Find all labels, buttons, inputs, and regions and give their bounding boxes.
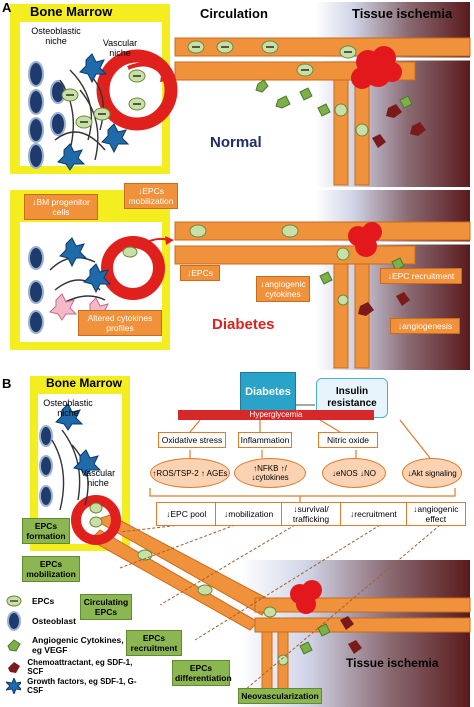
outcome-recruitment: ↓recruitment	[341, 503, 407, 525]
chemoattractant-normal	[372, 104, 426, 148]
step-mobilization: EPCs mobilization	[22, 556, 80, 582]
angiogenesis-box: ↓angiogenesis	[390, 318, 460, 334]
inflammation-box: Inflammation	[238, 432, 292, 448]
legend-item-cytokine: Angiogenic Cytokines, eg VEGF	[6, 632, 146, 658]
step-neovascularization: Neovascularization	[238, 688, 322, 704]
oxidative-stress-box: Oxidative stress	[158, 432, 226, 448]
panel-a-letter: A	[2, 0, 12, 15]
tissue-ischemia-title: Tissue ischemia	[352, 6, 453, 21]
legend-item-chemoattractant: Chemoattractant, eg SDF-1, SCF	[6, 658, 146, 676]
circulation-title: Circulation	[200, 6, 268, 21]
effect-ros: ↑ROS/TSP-2 ↑ AGEs	[150, 458, 230, 488]
step-recruitment: EPCs recruitment	[126, 630, 182, 656]
outcome-survival: ↓survival/ trafficking	[281, 503, 342, 525]
osteoblastic-niche-label: Osteoblastic niche	[31, 26, 81, 46]
growth-factor-icon	[6, 678, 22, 694]
bone-marrow-title: Bone Marrow	[30, 4, 113, 19]
vascular-niche-label-b: Vascular niche	[80, 468, 116, 488]
diabetes-box: Diabetes	[240, 372, 296, 412]
chemoattractant-icon	[8, 662, 20, 673]
altered-cytokines-box: Altered cytokines profiles	[78, 310, 162, 336]
effect-akt: ↓Akt signaling	[402, 458, 462, 488]
epcs-box: ↓EPCs	[180, 265, 220, 281]
osteoblast-icon	[7, 611, 21, 631]
osteoblastic-niche-label-b: Osteoblastic niche	[43, 398, 93, 418]
ischemia-blob-diabetes	[348, 222, 382, 257]
step-circulating: Circulating EPCs	[80, 594, 132, 620]
nitric-oxide-box: Nitric oxide	[318, 432, 378, 448]
ischemia-blob-b	[290, 580, 322, 614]
vascular-niche-label: Vascular niche	[102, 38, 138, 58]
epc-icon	[6, 595, 22, 607]
ischemia-blob-normal	[351, 46, 402, 89]
legend-item-osteoblast: Osteoblast	[6, 610, 146, 632]
legend-item-epcs: EPCs	[6, 592, 146, 610]
cytokines-normal	[255, 79, 413, 117]
panel-b-letter: B	[2, 376, 12, 391]
legend-item-growth-factor: Growth factors, eg SDF-1, G-CSF	[6, 676, 146, 696]
outcomes-bar: ↓EPC pool ↓mobilization ↓survival/ traff…	[156, 502, 466, 526]
vascular-niche-ring-normal	[96, 49, 178, 131]
bone-marrow-title-b: Bone Marrow	[46, 376, 123, 390]
epcs-mobilization-box: ↓EPCs mobilization	[124, 183, 178, 209]
epc-recruitment-box: ↓EPC recruitment	[380, 268, 462, 284]
bm-progenitor-box: ↓BM progenitor cells	[24, 194, 98, 220]
outcome-mobilization: ↓mobilization	[216, 503, 282, 525]
step-differentiation: EPCs differentiation	[172, 660, 232, 686]
effect-enos: ↓eNOS ↓NO	[322, 458, 386, 488]
outcome-angiogenic-effect: ↓angiogenic effect	[406, 503, 466, 525]
angiogenic-cytokines-box: ↓angiogenic cytokines	[256, 276, 310, 302]
tissue-ischemia-bg-b	[240, 560, 470, 707]
normal-label: Normal	[210, 134, 262, 151]
tissue-ischemia-title-b: Tissue ischemia	[346, 656, 439, 670]
diabetes-label: Diabetes	[212, 316, 275, 333]
vascular-niche-ring-diabetes	[101, 236, 165, 300]
step-formation: EPCs formation	[22, 518, 70, 544]
cytokine-icon	[7, 639, 21, 652]
effect-nfkb: ↑NFKB ↑/↓cytokines	[234, 458, 306, 488]
vessel-normal	[174, 37, 471, 57]
epcs-normal	[61, 40, 369, 137]
hyperglycemia-bar: Hyperglycemia	[178, 410, 374, 420]
legend: EPCs Osteoblast Angiogenic Cytokines, eg…	[6, 592, 146, 696]
outcome-epc-pool: ↓EPC pool	[157, 503, 217, 525]
vascular-niche-ring-b	[71, 495, 121, 545]
growth-factors-normal	[57, 53, 130, 171]
